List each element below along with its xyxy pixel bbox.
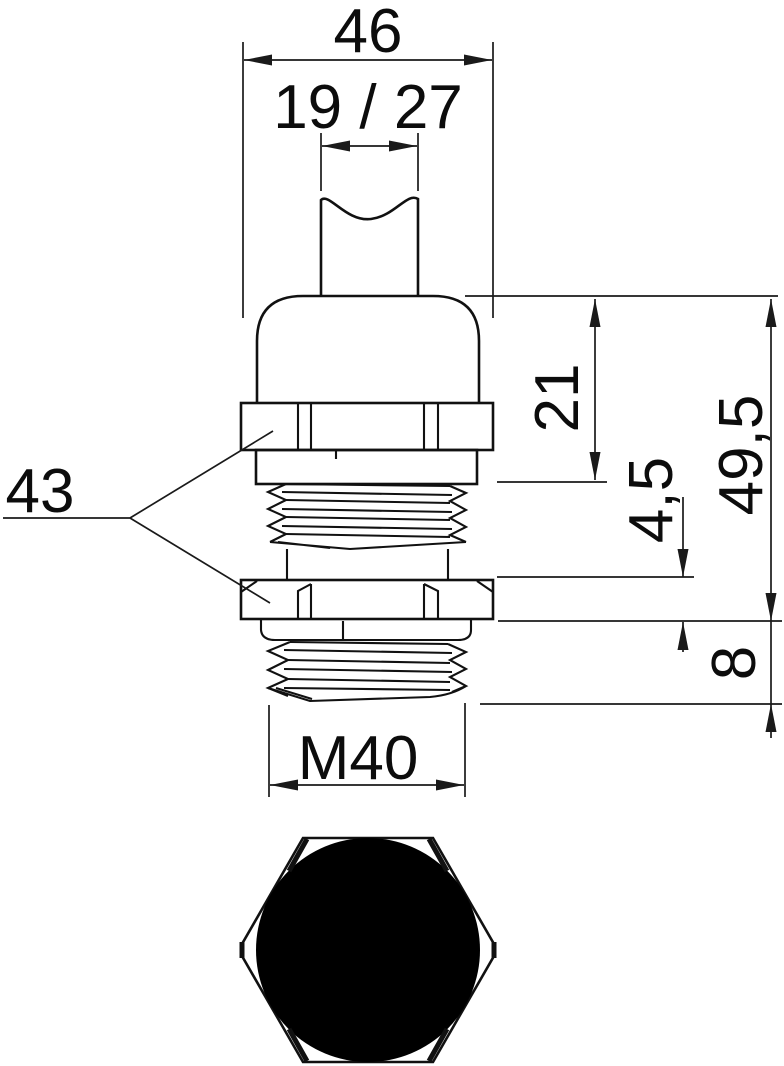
dim-lines [244,59,772,786]
locknut-chamfers [240,580,494,593]
bottom-view [239,836,497,1064]
locknut-facets [296,583,440,619]
front-view [239,196,495,703]
dim-m40-label: M40 [298,724,419,793]
collar [259,620,473,642]
dim-4-5-label: 4,5 [617,457,686,543]
upper-thread [265,482,469,551]
lower-thread [265,640,469,703]
upper-nut [239,401,495,452]
washer [254,448,479,486]
neck [285,549,450,580]
cable-stub [319,196,420,296]
dim-19-27-label: 19 / 27 [273,73,463,142]
extension-lines [242,42,782,797]
dome-cap [255,294,481,403]
dim-43-label: 43 [6,457,75,526]
corner-chamfer-marks [239,837,497,1063]
dimension-graphics: 46 19 / 27 21 4,5 49,5 8 43 M40 [3,0,782,797]
dim-21-label: 21 [523,364,592,433]
locknut [239,578,495,621]
leader-43 [3,430,274,604]
cable-hole-circle [319,901,417,999]
dim-46-label: 46 [334,0,403,66]
dim-49-5-label: 49,5 [707,395,776,516]
upper-nut-facets [296,403,440,450]
dim-8-label: 8 [700,646,769,680]
arrowheads [244,54,777,791]
